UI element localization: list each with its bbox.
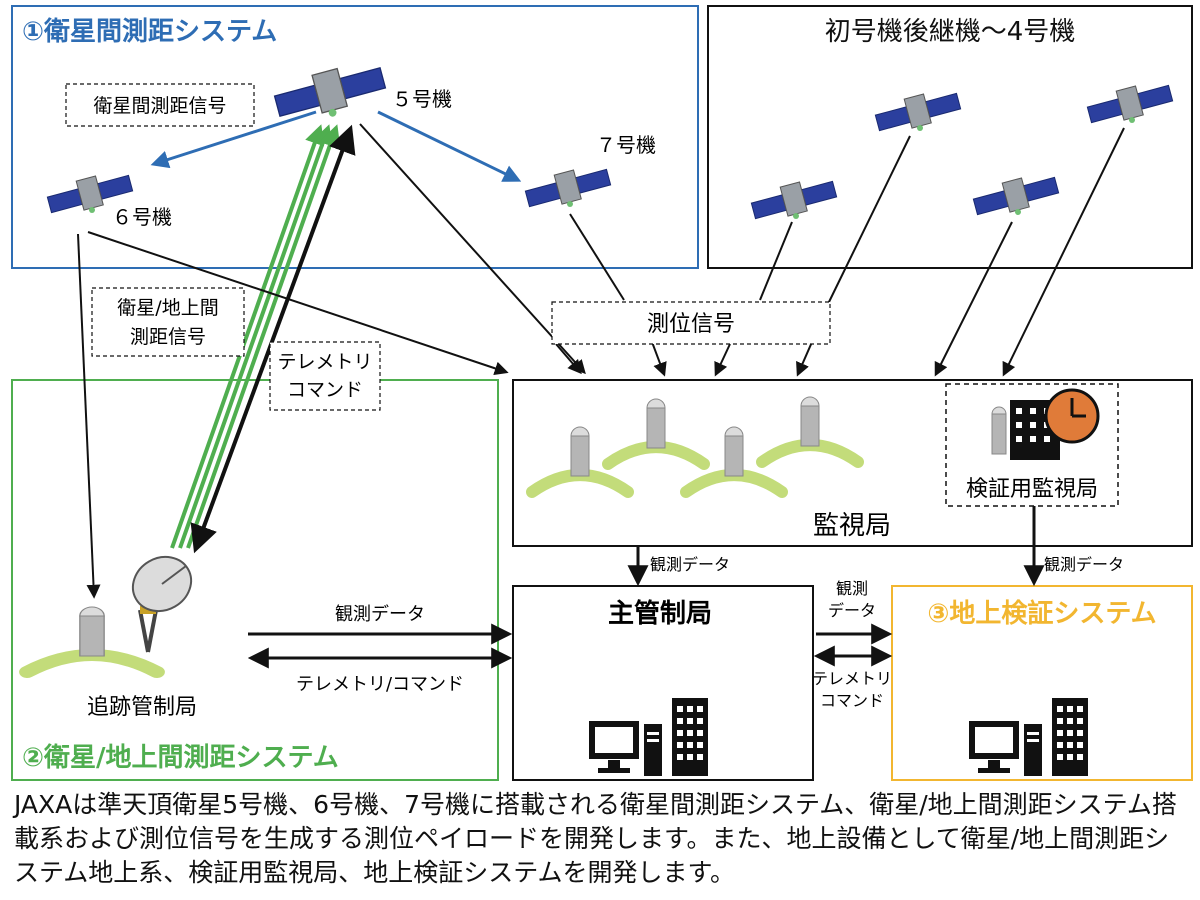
ground-verification-title: ③地上検証システム [927, 598, 1156, 629]
sat-ground-signal-label-2: 測距信号 [130, 326, 206, 348]
successor-satellite-2-icon [1086, 84, 1174, 124]
verification-computer-building-icon [972, 698, 1088, 776]
monitor-antenna-2-icon [608, 399, 704, 464]
obs-split-label-2: データ [828, 601, 876, 620]
succ1-positioning [827, 135, 911, 305]
system-diagram: ①衛星間測距システム 初号機後継機～4号機 ②衛星/地上間測距システム ③地上検… [11, 5, 1193, 781]
succ1-positioning-b [796, 341, 813, 377]
satellite-5-label: ５号機 [392, 87, 452, 111]
successors-title: 初号機後継機～4号機 [825, 17, 1076, 47]
telemetry-command-label: テレメトリ/コマンド [296, 674, 464, 695]
telemetry-line [190, 124, 356, 554]
sat-ground-signal-box [91, 287, 245, 357]
satellite-5-icon [273, 67, 387, 118]
ground-ranging-title: ②衛星/地上間測距システム [22, 743, 339, 773]
telemetry-signal-box [269, 341, 381, 411]
positioning-signal-box [551, 301, 831, 345]
caption-text: JAXAは準天頂衛星5号機、6号機、7号機に搭載される衛星間測距システム、衛星/… [14, 790, 1177, 887]
satellite-7-label: ７号機 [596, 133, 656, 157]
telemetry-label-1: テレメトリ [277, 351, 372, 373]
monitoring-box [512, 379, 1193, 547]
tc-split-label-1: テレメトリ [812, 669, 892, 688]
successor-satellite-1-icon [874, 92, 962, 132]
sat5-positioning [359, 123, 586, 375]
master-computer-building-icon [592, 698, 708, 776]
monitoring-station-label: 監視局 [813, 511, 891, 541]
succ4-positioning [934, 221, 1013, 377]
tracking-control-label: 追跡管制局 [87, 695, 197, 720]
inter-sat-arrow-to-7 [377, 110, 522, 182]
sat7-positioning-a [569, 213, 625, 301]
obs-data-label-1: 観測データ [650, 555, 730, 574]
signal-box-arrow-1 [555, 343, 582, 375]
ground-ranging-box [11, 379, 499, 781]
tc-split-label-2: コマンド [820, 691, 884, 710]
successors-box [707, 5, 1193, 269]
sat-ground-signal-label-1: 衛星/地上間 [117, 297, 218, 319]
inter-sat-signal-label: 衛星間測距信号 [93, 95, 226, 117]
inter-satellite-title: ①衛星間測距システム [22, 17, 277, 47]
sat6-to-monitoring [87, 231, 509, 376]
tracking-ground-icon [27, 607, 157, 672]
obs-split-label-1: 観測 [836, 579, 868, 598]
verification-station-box [945, 383, 1119, 507]
telemetry-label-2: コマンド [287, 379, 363, 401]
positioning-signal-label: 測位信号 [647, 312, 735, 337]
successor-satellite-4-icon [972, 176, 1060, 216]
succ3-positioning-b [714, 343, 731, 377]
obs-data-label-2: 観測データ [335, 604, 425, 625]
satellite-6-label: ６号機 [112, 205, 172, 229]
monitor-antenna-4-icon [762, 397, 858, 462]
inter-sat-signal-box [65, 83, 255, 127]
verification-station-icon [991, 388, 1100, 460]
satellite-7-icon [524, 168, 612, 208]
master-control-label: 主管制局 [608, 599, 712, 629]
obs-data-label-3: 観測データ [1044, 555, 1124, 574]
successor-satellite-3-icon [750, 180, 838, 220]
sat6-to-tracking [77, 233, 101, 599]
parabolic-antenna-icon [131, 555, 193, 653]
master-control-box [512, 585, 814, 781]
succ3-positioning [759, 221, 793, 301]
sat7-positioning-b [651, 341, 667, 377]
verification-station-label: 検証用監視局 [966, 477, 1098, 502]
succ2-positioning [1002, 127, 1125, 377]
